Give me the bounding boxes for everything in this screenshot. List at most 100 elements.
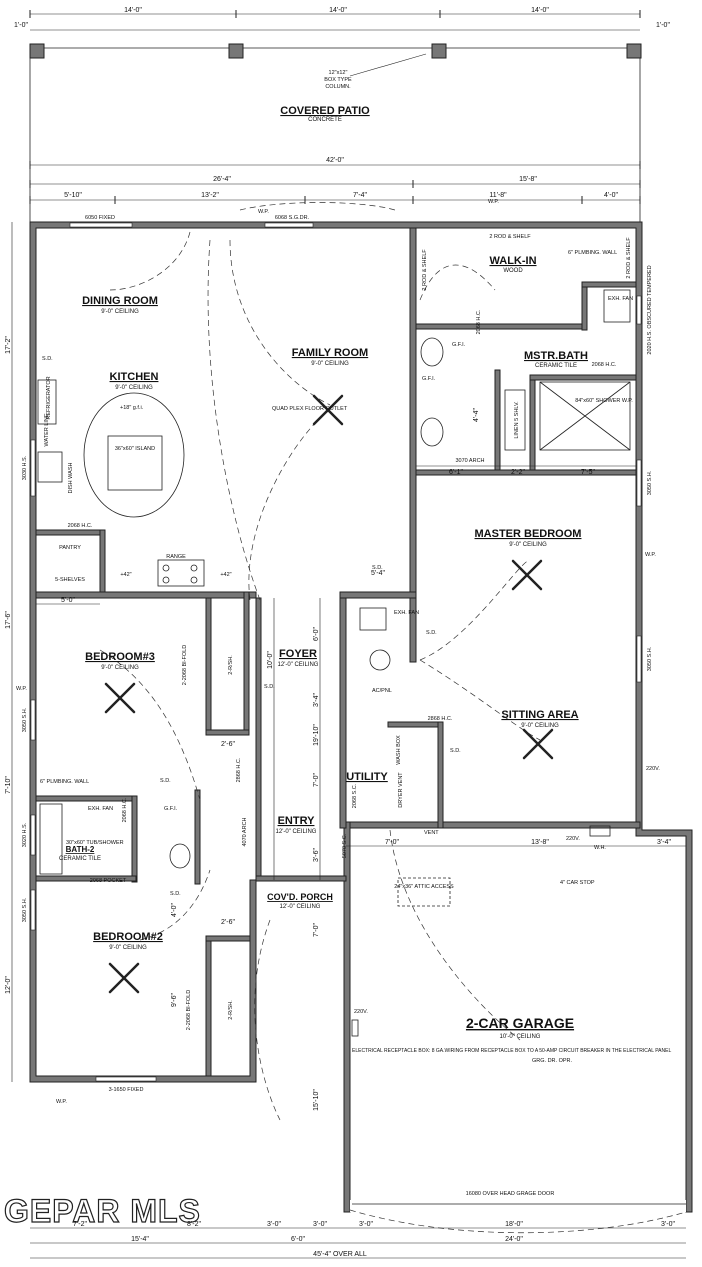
dim-overall-top: 42'-0"	[326, 157, 344, 164]
tub-label: 30"x60" TUB/SHOWER	[66, 840, 124, 846]
sd-label-7: S.D.	[450, 748, 461, 754]
gfi-label-1: G.F.I.	[452, 342, 466, 348]
sd-label-3: S.D.	[426, 630, 437, 636]
pantry-door: 2068 H.C.	[68, 523, 93, 529]
window-6068: 6068 S.G.DR.	[275, 215, 310, 221]
dim-row3-1: 26'-4"	[213, 176, 231, 183]
bdim3-overall: 45'-4" OVER ALL	[313, 1251, 367, 1258]
exh-fan-1: EXH. FAN	[608, 296, 633, 302]
door-2868-bed3: 2868 H.C.	[236, 757, 242, 782]
sink-half	[369, 649, 391, 671]
shower-master	[539, 381, 631, 451]
sd-label-1: S.D.	[42, 356, 53, 362]
covered-patio: 12"x12" BOX TYPE COLUMN. COVERED PATIO C…	[29, 43, 642, 222]
door-2068-master: 2068 H.C.	[476, 309, 482, 334]
idim-7: 2'-6"	[221, 919, 235, 926]
vent-label: VENT	[424, 830, 439, 836]
dishwash-label: DISH WASH	[68, 462, 74, 493]
room-master-bedroom: MASTER BEDROOM	[475, 528, 582, 540]
room-master-bath-ceiling: CERAMIC TILE	[535, 363, 577, 369]
svg-text:1'-0": 1'-0"	[656, 22, 670, 29]
window-3050-left-1: 3050 S.H.	[22, 707, 28, 732]
room-bedroom3: BEDROOM#3	[85, 651, 155, 663]
kitchen-fixtures: 36"x60" ISLAND +18" g.f.i. REFRIGERATOR …	[37, 376, 232, 587]
pocket-door-label: 2068 POCKET	[90, 878, 127, 884]
room-foyer-ceiling: 12'-0" CEILING	[278, 662, 319, 668]
kitchen-light-oval	[83, 392, 185, 518]
room-entry: ENTRY	[278, 815, 316, 827]
room-bedroom2: BEDROOM#2	[93, 931, 163, 943]
vdim-2: 17'-6"	[5, 611, 12, 629]
room-bedroom3-ceiling: 9'-0" CEILING	[101, 665, 139, 671]
sd-label-2: S.D.	[372, 565, 383, 571]
linen-closet	[504, 389, 526, 451]
room-dining: DINING ROOM	[82, 295, 158, 307]
column-note-1: 12"x12"	[329, 70, 348, 76]
bdim1-3: 3'-0"	[267, 1221, 281, 1228]
wp-label-2: W.P.	[488, 199, 499, 205]
wash-box-label: WASH BOX	[396, 735, 402, 765]
sd-label-6: S.D.	[170, 891, 181, 897]
idim-2: 2'-2"	[511, 469, 525, 476]
room-sitting: SITTING AREA	[501, 709, 578, 721]
range-icon	[157, 559, 205, 587]
dim-row3-2: 15'-8"	[519, 176, 537, 183]
dim-top-3: 14'-0"	[531, 7, 549, 14]
garage-door-label: 16080 OVER HEAD GRAGE DOOR	[466, 1191, 555, 1197]
bdim1-1: 7'-2"	[73, 1221, 87, 1228]
wp-label-4: W.P.	[16, 686, 27, 692]
v220-label-c: 220V.	[354, 1009, 368, 1015]
arch-3070: 3070 ARCH	[455, 458, 484, 464]
sd-label-5: S.D.	[160, 778, 171, 784]
toilet-master	[603, 289, 631, 323]
linen-label: LINEN 5 SHLV.	[514, 401, 520, 439]
vdim-6: 19'-10"	[313, 724, 320, 746]
vdim-8: 7'-0"	[313, 773, 320, 787]
bdim1-7: 3'-0"	[661, 1221, 675, 1228]
water-heater	[589, 825, 611, 837]
bdim1-5: 3'-0"	[359, 1221, 373, 1228]
bdim1-4: 3'-0"	[313, 1221, 327, 1228]
rsh-bed2: 2-R/SH.	[228, 1000, 234, 1020]
interior-dimensions: 6'-1" 2'-2" 7'-5" 5'-4" 5'-0" 2'-6" 2'-6…	[5, 222, 686, 1111]
idim-3: 7'-5"	[581, 469, 595, 476]
idim-10: 3'-4"	[657, 839, 671, 846]
door-2068-sc-label: 2068 S.C.	[352, 783, 358, 808]
room-bath2-ceiling: CERAMIC TILE	[59, 856, 101, 862]
window-3050-right-2: 3050 S.H.	[647, 646, 653, 671]
idim-8: 7'-0"	[385, 839, 399, 846]
v220-label-b: 220V.	[646, 766, 660, 772]
exh-fan-2: EXH. FAN	[88, 806, 113, 812]
door-2068-shower: 2068 H.C.	[592, 362, 617, 368]
sd-label-4: S.D.	[264, 684, 275, 690]
idim-1: 6'-1"	[449, 469, 463, 476]
column	[228, 43, 244, 59]
window-3030: 3030 H.S.	[22, 455, 28, 480]
plus42-left: +42"	[120, 572, 131, 578]
island	[107, 435, 163, 491]
room-walkin: WALK-IN	[489, 255, 536, 267]
windows	[30, 222, 642, 1082]
garage-items: 24"x36" ATTIC ACCESS W.H. 220V. 220V. 22…	[351, 766, 671, 1197]
column-note-2: BOX TYPE	[324, 77, 352, 83]
rod-shelf-right: 2 ROD & SHELF	[626, 237, 632, 279]
vdim-13: 4'-0"	[171, 903, 178, 917]
column-note-3: COLUMN.	[325, 84, 351, 90]
column	[29, 43, 45, 59]
switch-arcs	[99, 202, 687, 1234]
refrigerator-label: REFRIGERATOR	[46, 376, 52, 419]
rsh-bed3: 2-R/SH.	[228, 655, 234, 675]
idim-6: 2'-6"	[221, 741, 235, 748]
window-3050-left-2: 3050 S.H.	[22, 897, 28, 922]
window-3020: 3020 H.S.	[22, 822, 28, 847]
door-5070-label: 5070 S.C.	[342, 833, 348, 858]
ceiling-fan-icon	[108, 962, 140, 994]
room-walkin-ceiling: WOOD	[503, 268, 523, 274]
room-foyer: FOYER	[279, 648, 317, 660]
car-stop-label: 4" CAR STOP	[560, 880, 595, 886]
bdim2-3: 24'-0"	[505, 1236, 523, 1243]
arch-4070: 4070 ARCH	[242, 817, 248, 846]
bifold-bed2: 2-2068 BI-FOLD	[186, 990, 192, 1030]
island-label: 36"x60" ISLAND	[115, 446, 155, 452]
